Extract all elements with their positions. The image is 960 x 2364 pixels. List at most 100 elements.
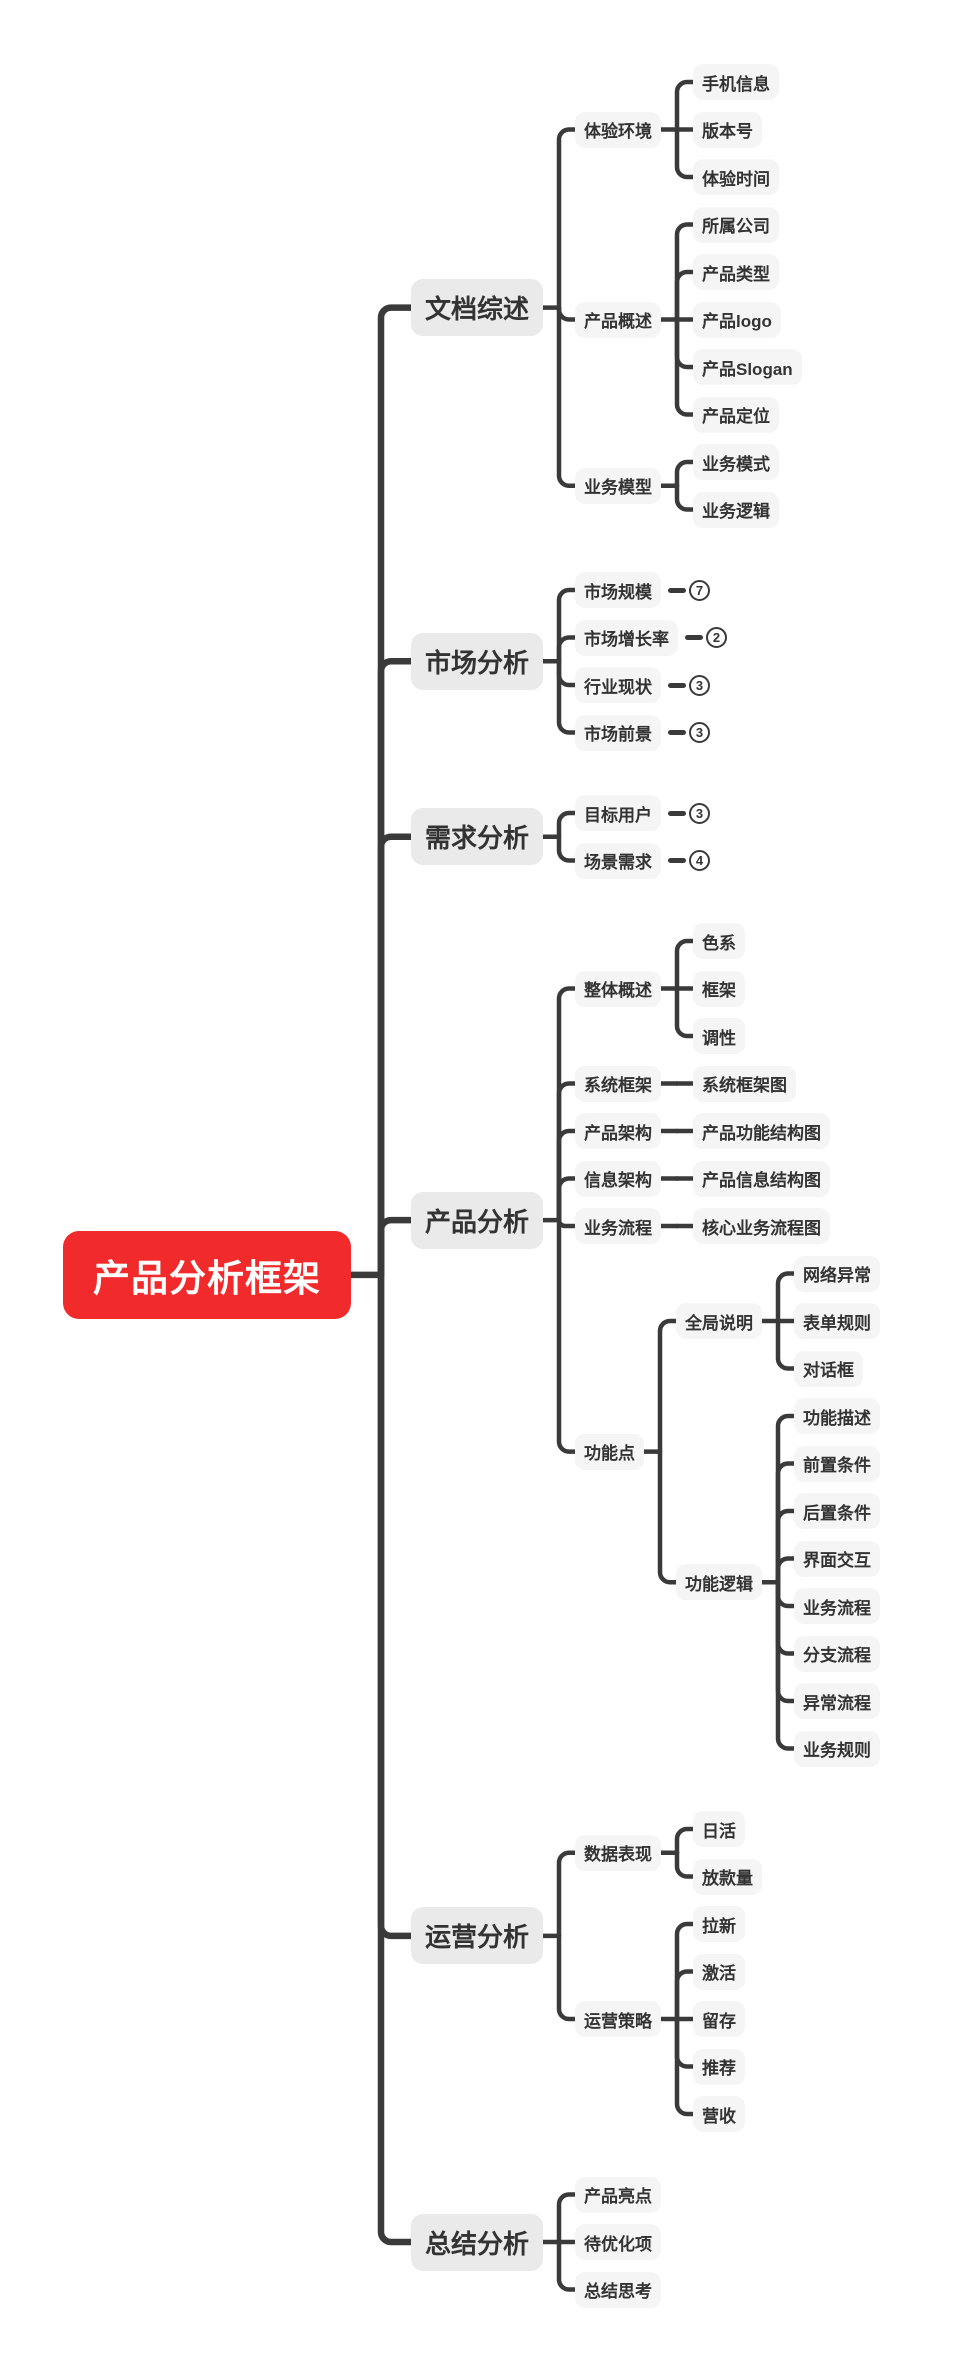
node-label: 调性 [693,1018,745,1054]
mindmap-node[interactable]: 调性 [693,1018,745,1054]
mindmap-node[interactable]: 业务模型 [575,467,661,504]
mindmap-node[interactable]: 表单规则 [794,1303,880,1339]
node-label: 拉新 [693,1906,745,1942]
mindmap-node[interactable]: 界面交互 [794,1540,880,1577]
mindmap-node[interactable]: 拉新 [693,1906,745,1942]
mindmap-node[interactable]: 功能逻辑 [676,1564,762,1601]
node-label: 后置条件 [794,1493,880,1529]
node-label: 业务流程 [794,1588,880,1624]
node-label: 前置条件 [794,1445,880,1482]
node-label: 市场规模 [575,572,661,608]
mindmap-node[interactable]: 产品Slogan [693,349,802,385]
node-label: 异常流程 [794,1683,880,1719]
node-label: 留存 [693,2001,745,2037]
node-label: 所属公司 [693,206,779,243]
mindmap-node[interactable]: 文档综述 [411,279,544,337]
mindmap-node[interactable]: 日活 [693,1811,745,1847]
mindmap-node[interactable]: 放款量 [693,1858,762,1895]
mindmap-node[interactable]: 待优化项 [575,2224,661,2260]
root-node[interactable]: 产品分析框架 [63,1230,351,1319]
node-label: 需求分析 [411,808,544,866]
mindmap-node[interactable]: 运营分析 [411,1907,544,1965]
node-label: 核心业务流程图 [693,1208,830,1244]
mindmap-node[interactable]: 业务流程 [575,1208,661,1244]
mindmap-node[interactable]: 产品类型 [693,254,779,290]
node-label: 产品信息结构图 [693,1160,830,1197]
mindmap-node[interactable]: 产品功能结构图 [693,1113,830,1149]
mindmap-node[interactable]: 产品亮点 [575,2176,661,2213]
node-label: 数据表现 [575,1834,661,1871]
mindmap-node[interactable]: 色系 [693,923,745,959]
node-label: 网络异常 [794,1255,880,1292]
node-label: 产品定位 [693,396,779,433]
collapsed-children-badge[interactable]: 3 [689,722,710,743]
collapsed-children-badge[interactable]: 3 [689,674,710,696]
mindmap-node[interactable]: 业务逻辑 [693,491,779,528]
mindmap-node[interactable]: 场景需求 4 [575,842,710,879]
mindmap-node[interactable]: 市场分析 [411,632,544,690]
mindmap-node[interactable]: 系统框架图 [693,1065,796,1102]
mindmap-node[interactable]: 手机信息 [693,64,779,100]
mindmap-node[interactable]: 需求分析 [411,808,544,866]
mindmap-node[interactable]: 产品定位 [693,396,779,433]
mindmap-node[interactable]: 业务流程 [794,1588,880,1624]
mindmap-node[interactable]: 留存 [693,2001,745,2037]
node-label: 产品功能结构图 [693,1113,830,1149]
mindmap-node[interactable]: 系统框架 [575,1065,661,1102]
mindmap-node[interactable]: 核心业务流程图 [693,1208,830,1244]
mindmap-node[interactable]: 网络异常 [794,1255,880,1292]
mindmap-node[interactable]: 前置条件 [794,1445,880,1482]
mindmap-node[interactable]: 对话框 [794,1350,863,1387]
mindmap-node[interactable]: 数据表现 [575,1834,661,1871]
mindmap-node[interactable]: 总结分析 [411,2213,544,2271]
node-label: 场景需求 [575,842,661,879]
mindmap-node[interactable]: 框架 [693,970,745,1007]
collapsed-children-badge[interactable]: 7 [689,579,710,601]
mindmap-node[interactable]: 整体概述 [575,970,661,1007]
node-label: 总结分析 [411,2213,544,2271]
mindmap-node[interactable]: 体验时间 [693,159,779,195]
node-label: 产品logo [693,301,781,338]
mindmap-node[interactable]: 总结思考 [575,2271,661,2308]
mindmap-node[interactable]: 业务规则 [794,1730,880,1767]
mindmap-node[interactable]: 全局说明 [676,1303,762,1339]
mindmap-node[interactable]: 运营策略 [575,2001,661,2037]
mindmap-node[interactable]: 所属公司 [693,206,779,243]
mindmap-node[interactable]: 后置条件 [794,1493,880,1529]
node-label: 目标用户 [575,795,661,831]
collapsed-children-badge[interactable]: 3 [689,802,710,824]
mindmap-node[interactable]: 推荐 [693,2048,745,2085]
node-label: 系统框架图 [693,1065,796,1102]
node-label: 体验时间 [693,159,779,195]
mindmap-node[interactable]: 营收 [693,2096,745,2132]
node-label: 产品亮点 [575,2176,661,2213]
mindmap-node[interactable]: 产品logo [693,301,781,338]
badge-connector-dash [685,635,703,640]
mindmap-node[interactable]: 信息架构 [575,1160,661,1197]
node-label: 体验环境 [575,111,661,148]
mindmap-node[interactable]: 目标用户 3 [575,795,710,831]
mindmap-node[interactable]: 功能点 [575,1433,644,1470]
mindmap-node[interactable]: 激活 [693,1953,745,1990]
collapsed-children-badge[interactable]: 4 [689,850,710,871]
badge-connector-dash [668,587,686,593]
mindmap-node[interactable]: 分支流程 [794,1635,880,1672]
mindmap-node[interactable]: 版本号 [693,111,762,148]
mindmap-node[interactable]: 产品架构 [575,1113,661,1149]
node-label: 功能点 [575,1433,644,1470]
node-label: 产品Slogan [693,349,802,385]
mindmap-node[interactable]: 产品分析 [411,1191,544,1249]
mindmap-node[interactable]: 产品信息结构图 [693,1160,830,1197]
mindmap-node[interactable]: 异常流程 [794,1683,880,1719]
mindmap-node[interactable]: 业务模式 [693,444,779,480]
node-label: 运营分析 [411,1907,544,1965]
mindmap-node[interactable]: 体验环境 [575,111,661,148]
mindmap-node[interactable]: 产品概述 [575,301,661,338]
mindmap-node[interactable]: 功能描述 [794,1398,880,1434]
mindmap-node[interactable]: 市场规模 7 [575,572,710,608]
collapsed-children-badge[interactable]: 2 [706,627,727,648]
